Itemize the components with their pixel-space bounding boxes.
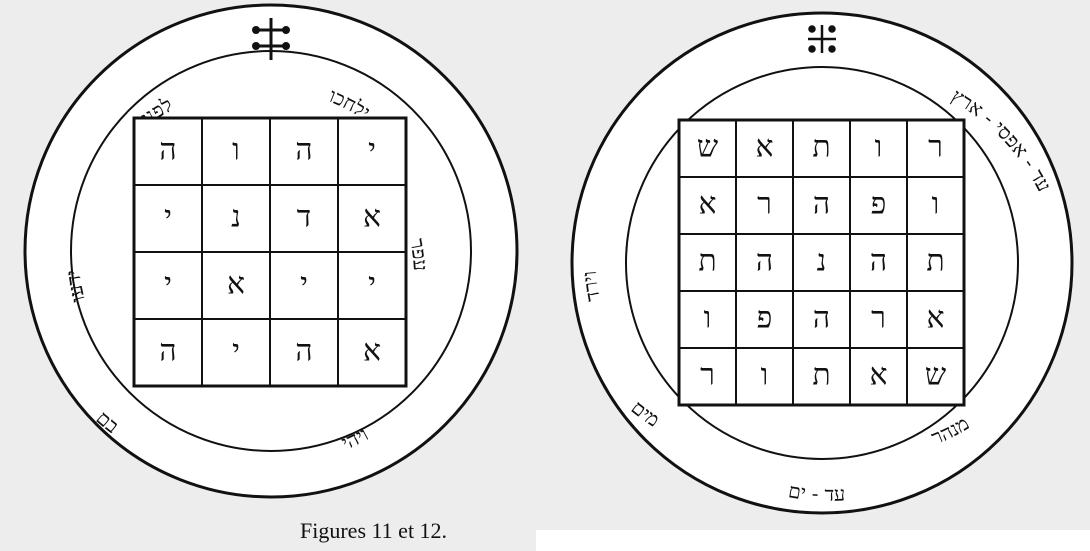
grid-cell-letter: ר: [700, 358, 715, 393]
grid-cell-letter: ו: [932, 187, 940, 222]
grid-cell-letter: ו: [761, 358, 769, 393]
grid-cell-letter: ת: [926, 244, 944, 279]
grid-cell-letter: ר: [757, 187, 772, 222]
grid-cell-letter: א: [755, 130, 773, 165]
grid-cell-letter: פ: [757, 301, 773, 336]
caption-backdrop: [536, 530, 1090, 551]
grid-cell-letter: י: [164, 200, 172, 235]
grid-cell-letter: ת: [698, 244, 716, 279]
figure-caption: Figures 11 et 12.: [300, 518, 448, 543]
ring-text-12-left: וירד: [577, 270, 605, 304]
grid-cell-letter: א: [926, 301, 944, 336]
grid-cell-letter: ש: [697, 130, 718, 165]
grid-cell-letter: ה: [295, 133, 312, 168]
grid-cell-letter: ה: [813, 187, 830, 222]
grid-cell-letter: ה: [159, 334, 176, 369]
grid-cell-letter: א: [698, 187, 716, 222]
grid-cell-letter: א: [869, 358, 887, 393]
grid-cell-letter: א: [363, 200, 381, 235]
figure-11: לפניו ילחכו ידעו בם ויהי עפר הוהיינדאיאי…: [23, 3, 519, 499]
grid-border: [677, 118, 966, 407]
grid-cell-letter: ה: [159, 133, 176, 168]
grid-cell-letter: א: [363, 334, 381, 369]
grid-cell-letter: א: [227, 267, 245, 302]
double-cross-icon: [252, 18, 290, 60]
grid-cell-letter: י: [368, 133, 376, 168]
grid-cell-letter: ה: [295, 334, 312, 369]
grid-cell-letter: נ: [817, 244, 827, 279]
grid-cell-letter: י: [164, 267, 172, 302]
ring-text-11-right: עפר: [405, 236, 433, 271]
grid-cell-letter: ש: [925, 358, 946, 393]
grid-cell-letter: ה: [756, 244, 773, 279]
grid-cell-letter: י: [232, 334, 240, 369]
grid-cell-letter: נ: [231, 200, 241, 235]
grid-cell-letter: פ: [871, 187, 887, 222]
ring-text-12-bottom: עד - ים: [787, 478, 846, 506]
grid-cell-letter: ד: [297, 200, 311, 235]
dotted-cross-icon: [808, 25, 836, 53]
grid-cell-letter: ה: [870, 244, 887, 279]
grid-cell-letter: ו: [875, 130, 883, 165]
grid-cell-letter: ת: [812, 358, 830, 393]
grid-cell-letter: י: [368, 267, 376, 302]
grid-cell-letter: ר: [928, 130, 943, 165]
grid-cell-letter: י: [300, 267, 308, 302]
grid-cell-letter: ר: [871, 301, 886, 336]
grid-cell-letter: ו: [232, 133, 240, 168]
grid-cell-letter: ה: [813, 301, 830, 336]
grid-cell-letter: ת: [812, 130, 830, 165]
grid-cell-letter: ו: [704, 301, 712, 336]
